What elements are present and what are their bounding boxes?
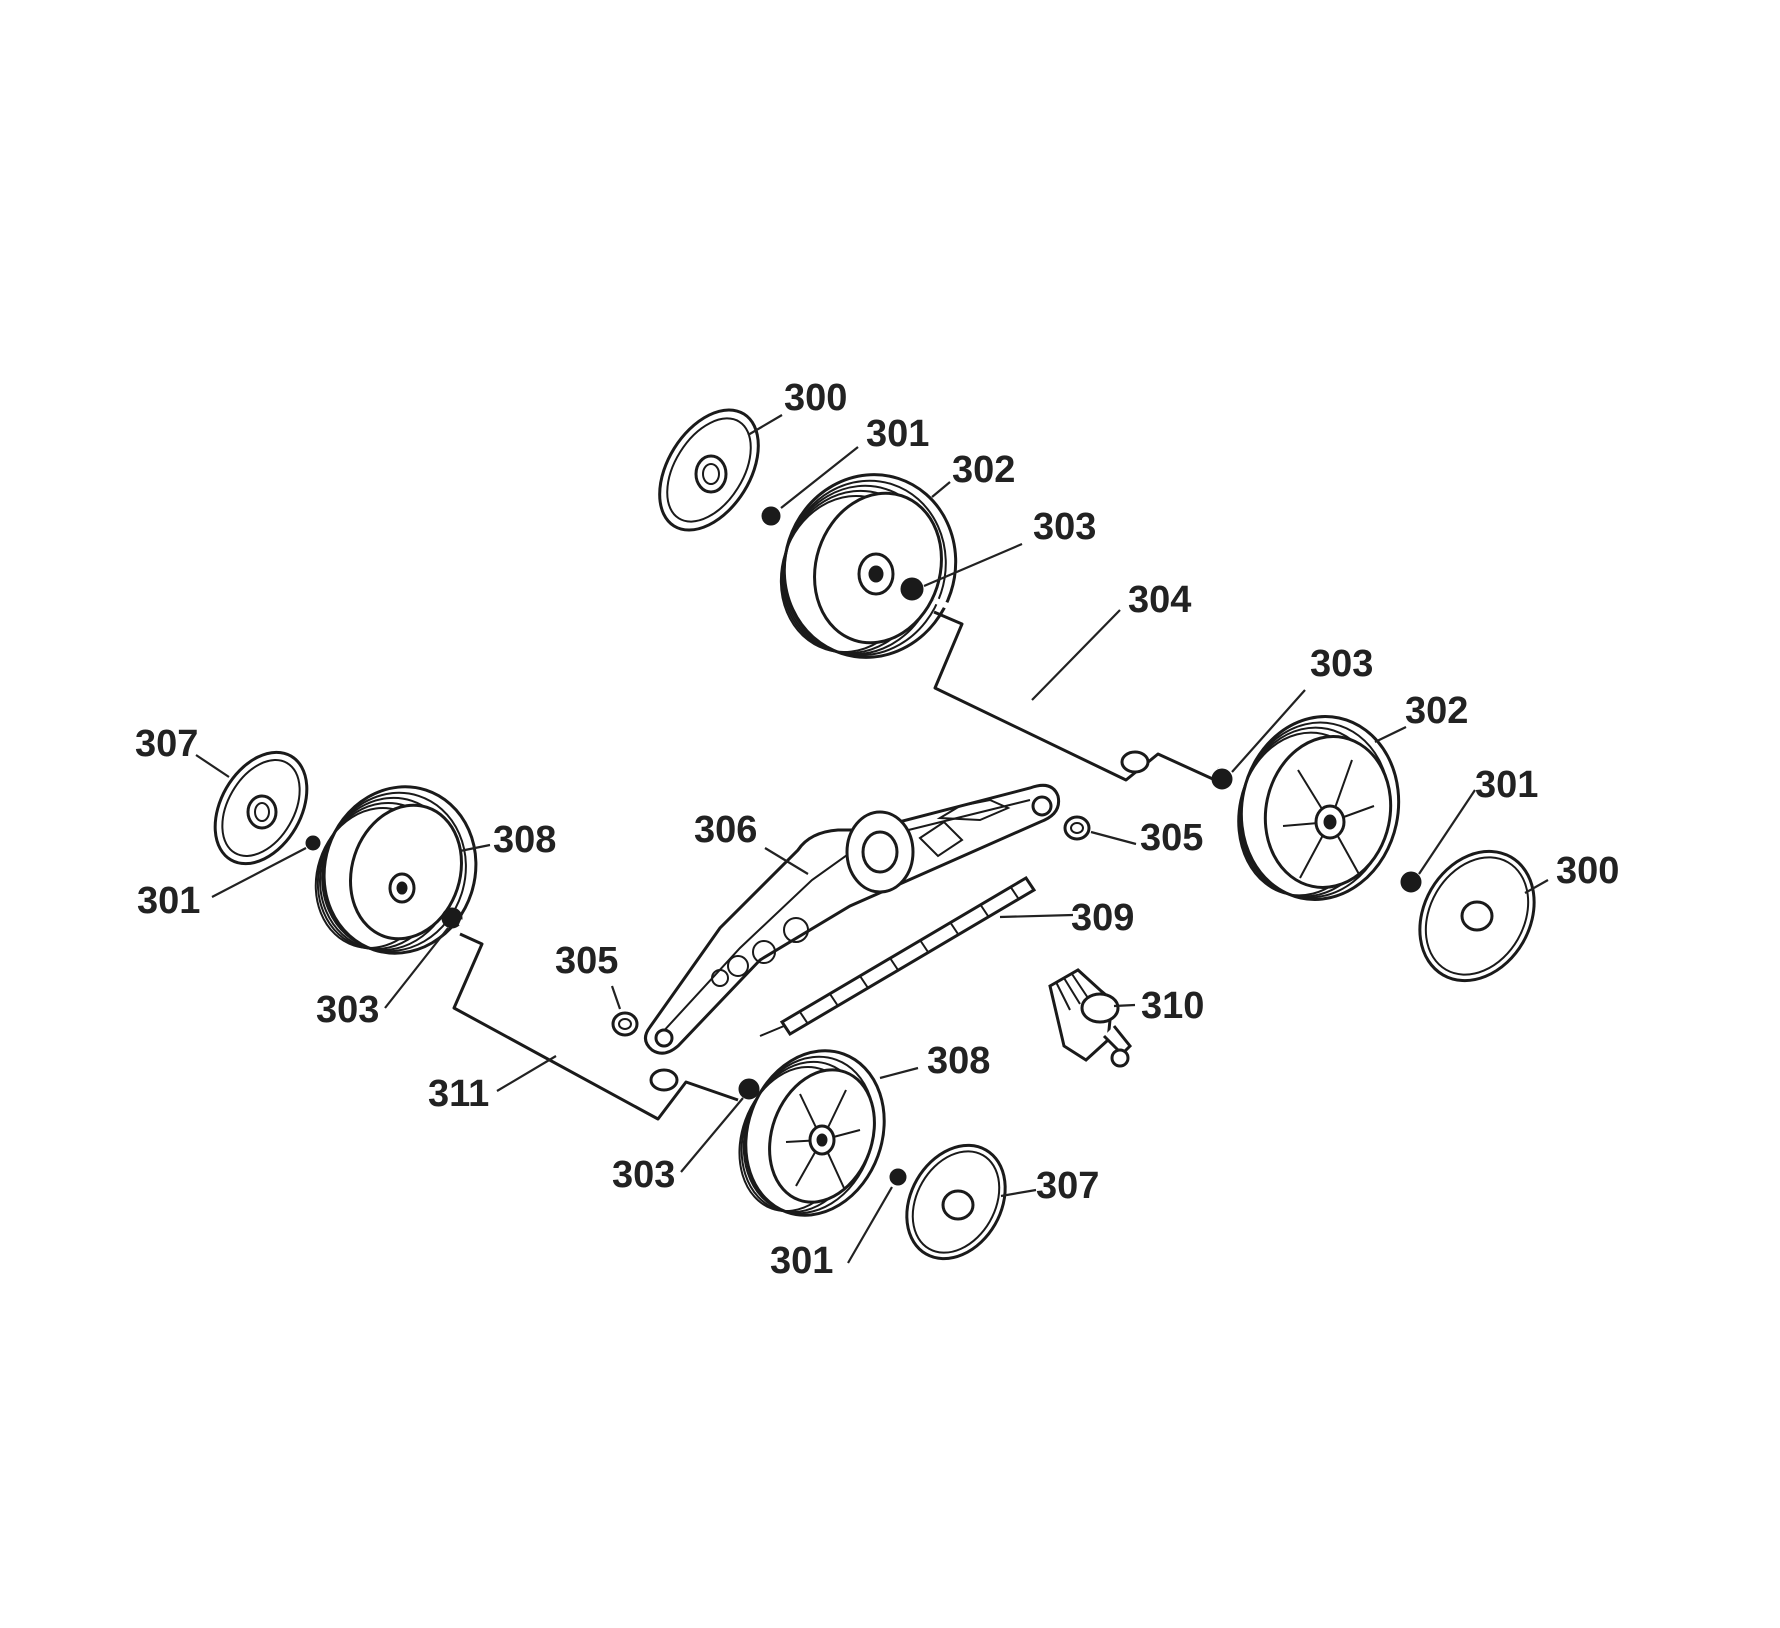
callout-labels: 300 301 302 303 304 303 302 301 300 307 … <box>135 377 1619 1282</box>
callout-301-right: 301 <box>1475 764 1538 806</box>
callout-310: 310 <box>1141 985 1204 1027</box>
spring-309 <box>759 875 1037 1037</box>
washer-307-bottom <box>905 1143 1007 1261</box>
nut-301-top <box>761 506 781 526</box>
callout-302-right: 302 <box>1405 690 1468 732</box>
callout-301-left: 301 <box>137 880 200 922</box>
callout-303-top: 303 <box>1033 506 1096 548</box>
callout-303-left: 303 <box>316 989 379 1031</box>
callout-302-top: 302 <box>952 449 1015 491</box>
nut-303-right <box>1211 768 1233 790</box>
callout-308-bottom: 308 <box>927 1040 990 1082</box>
callout-304: 304 <box>1128 579 1191 621</box>
wheel-302-top <box>779 473 958 659</box>
callout-303-bottom: 303 <box>612 1154 675 1196</box>
callout-305-left: 305 <box>555 940 618 982</box>
bushing-305-right <box>1063 815 1091 841</box>
callout-303-right: 303 <box>1310 643 1373 685</box>
leader-lines <box>195 414 1549 1264</box>
lever-306 <box>644 783 1061 1055</box>
wheel-308-bottom <box>738 1049 886 1217</box>
callout-308-left: 308 <box>493 819 556 861</box>
nut-301-left <box>305 835 321 851</box>
washer-300-right <box>1418 849 1536 983</box>
nut-301-right <box>1400 871 1422 893</box>
callout-300-top: 300 <box>784 377 847 419</box>
callout-300-right: 300 <box>1556 850 1619 892</box>
nut-303-left <box>441 907 463 929</box>
callout-301-bottom: 301 <box>770 1240 833 1282</box>
axle-rod-311 <box>452 919 742 1121</box>
knob-310 <box>1048 968 1133 1068</box>
callout-307-left: 307 <box>135 723 198 765</box>
callout-306: 306 <box>694 809 757 851</box>
callout-307-bottom: 307 <box>1036 1165 1099 1207</box>
hub-cap-300-top <box>658 408 760 532</box>
wheel-302-right <box>1237 715 1401 901</box>
callout-311: 311 <box>428 1073 489 1115</box>
nut-303-top <box>900 577 924 601</box>
bushing-305-left <box>611 1011 639 1037</box>
wheel-308-left <box>314 785 478 955</box>
nut-303-bottom <box>738 1078 760 1100</box>
callout-309: 309 <box>1071 897 1134 939</box>
axle-rod-304 <box>932 597 1220 782</box>
callout-301-top: 301 <box>866 413 929 455</box>
callout-305-right: 305 <box>1140 817 1203 859</box>
nut-301-bottom <box>889 1168 907 1186</box>
hub-cap-307-left <box>213 750 309 866</box>
